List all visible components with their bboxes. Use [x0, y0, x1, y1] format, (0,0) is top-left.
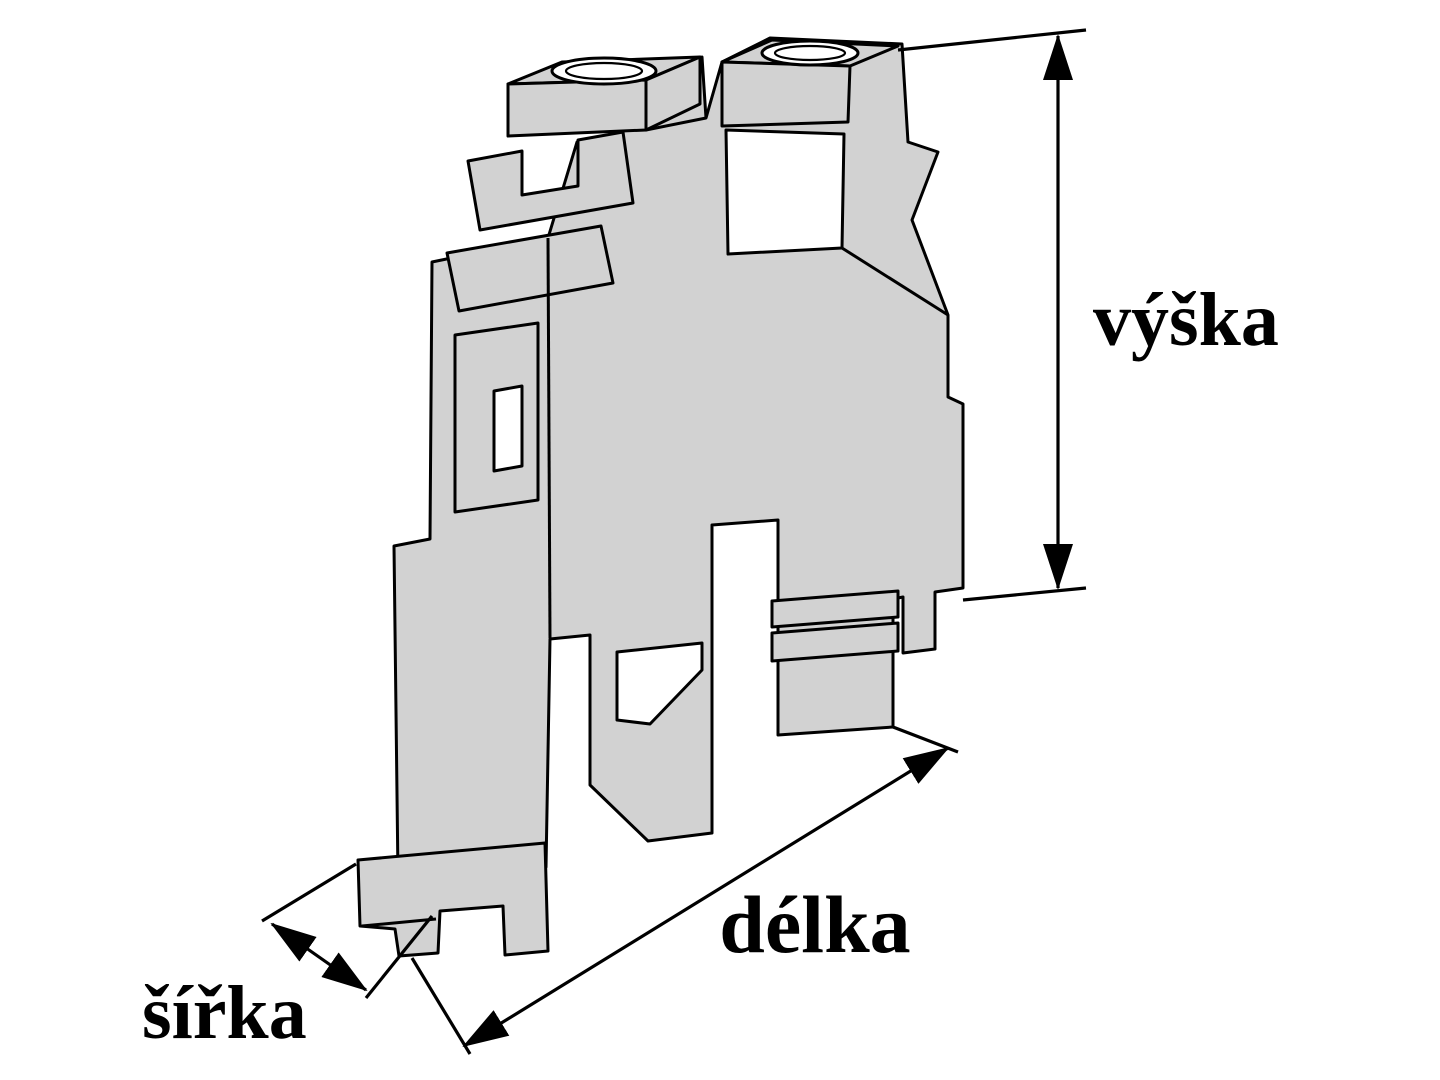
din-foot-detail-edge [361, 917, 437, 928]
left-screw-boss-front [506, 78, 648, 138]
height-extension-bottom [962, 586, 1087, 602]
marking-window-slot [492, 384, 524, 473]
length-arrow [462, 746, 950, 1048]
saddle-edge [645, 116, 707, 132]
left-screw-boss-side [644, 55, 702, 132]
width-extension-bottom [364, 914, 434, 1000]
length-extension-right [892, 725, 959, 754]
right-screw-hole [760, 39, 860, 67]
wire-cavity-recess [724, 128, 846, 256]
width-label: šířka [142, 971, 307, 1055]
length-extension-left [410, 957, 472, 1055]
height-label: výška [1093, 278, 1279, 362]
clamp-ledge-lower [770, 621, 900, 663]
mounting-hook-lower [445, 224, 615, 313]
clamp-ledge-upper [770, 589, 900, 629]
left-screw-hole-inner [564, 61, 644, 81]
middle-leg-cutout [615, 641, 704, 726]
terminal-block [356, 36, 965, 958]
length-label: délka [719, 879, 910, 970]
right-screw-boss-front [720, 60, 852, 128]
shoulder-edge [841, 246, 949, 317]
column-inner-edge [546, 237, 552, 639]
marking-window-frame [453, 321, 540, 514]
mounting-hook-upper [466, 130, 635, 232]
dimension-lines [261, 28, 1087, 1055]
din-rail-foot [356, 841, 550, 958]
right-screw-hole-inner [773, 44, 847, 62]
width-extension-top [261, 862, 357, 923]
height-extension-top [897, 28, 1087, 52]
width-arrow [270, 922, 368, 992]
